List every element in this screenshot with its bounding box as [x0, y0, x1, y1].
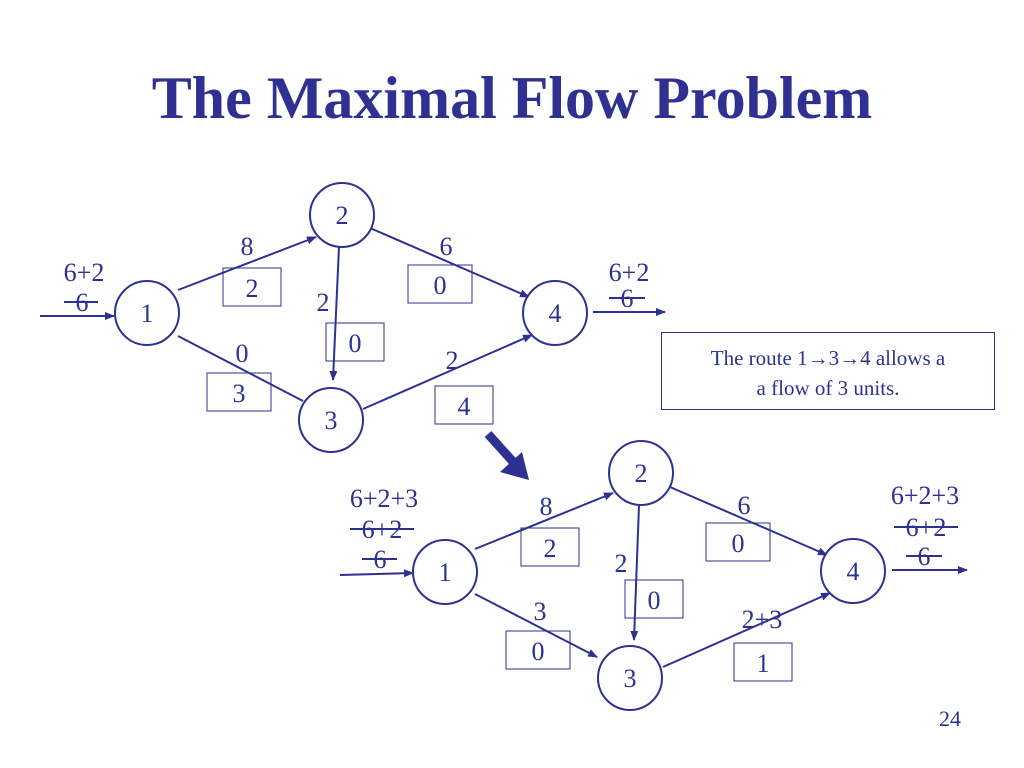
- top-edge-2-4-value: 6: [440, 232, 453, 261]
- bottom-node-2: [608, 440, 674, 506]
- top-network: 1 2 3 4 8 2 6 0 2 0 0 3 2 4 6+2 6 6+2 6: [40, 182, 666, 453]
- bottom-edge-3-4-box: [733, 642, 793, 682]
- top-edge-2-3-box: [325, 322, 385, 362]
- top-edge-3-4-box: [434, 385, 494, 425]
- top-edge-1-2: [177, 236, 317, 291]
- top-node-3-label: 3: [325, 406, 338, 435]
- bottom-edge-1-3-value: 3: [534, 597, 547, 626]
- top-edge-3-4: [362, 334, 533, 410]
- bottom-edge-3-4-box-value: 1: [757, 649, 770, 678]
- route-note: The route 1→3→4 allows a a flow of 3 uni…: [661, 332, 995, 410]
- bottom-edge-2-3-box: [624, 579, 684, 619]
- transition-arrow: [484, 430, 529, 480]
- bottom-edge-2-3: [630, 504, 640, 641]
- top-edge-2-3-box-value: 0: [349, 329, 362, 358]
- bottom-node-3: [597, 645, 663, 711]
- bottom-edge-2-3-box-value: 0: [648, 586, 661, 615]
- route-note-line-1: The route 1→3→4 allows a: [710, 346, 946, 370]
- bottom-edge-2-4-value: 6: [738, 491, 751, 520]
- bottom-node-4: [820, 538, 886, 604]
- top-edge-1-2-value: 8: [241, 232, 254, 261]
- top-edge-2-3-value: 2: [317, 288, 330, 317]
- top-sink-flow: 6+2: [609, 258, 650, 287]
- bottom-edge-1-2: [474, 492, 614, 550]
- top-edge-1-3-box: [206, 372, 272, 412]
- bottom-edge-1-3-box: [505, 630, 571, 670]
- top-node-1-label: 1: [141, 299, 154, 328]
- bottom-sink-flow: 6+2+3: [891, 481, 959, 510]
- route-note-line-2: a flow of 3 units.: [756, 376, 900, 400]
- top-node-2-label: 2: [336, 201, 349, 230]
- bottom-source-arrow: [339, 569, 414, 578]
- bottom-edge-3-4: [662, 592, 831, 668]
- bottom-edge-2-4-box-value: 0: [732, 529, 745, 558]
- bottom-edge-2-3-value: 2: [615, 549, 628, 578]
- top-edge-1-3-value: 0: [236, 339, 249, 368]
- top-edge-1-2-box: [222, 267, 282, 307]
- top-edge-3-4-box-value: 4: [458, 392, 471, 421]
- top-node-4: [522, 280, 588, 346]
- top-node-1: [114, 280, 180, 346]
- bottom-edge-1-2-box: [520, 527, 580, 567]
- top-node-3: [298, 387, 364, 453]
- bottom-source-flow: 6+2+3: [350, 484, 418, 513]
- top-edge-2-4: [369, 227, 530, 298]
- top-node-4-label: 4: [549, 299, 562, 328]
- bottom-edge-1-3-box-value: 0: [532, 637, 545, 666]
- page-number: 24: [939, 706, 961, 731]
- top-edge-1-3-box-value: 3: [233, 379, 246, 408]
- top-node-2: [309, 182, 375, 248]
- bottom-node-1: [412, 539, 478, 605]
- bottom-edge-1-3: [474, 593, 598, 658]
- slide-title: The Maximal Flow Problem: [151, 65, 873, 131]
- bottom-edge-3-4-value: 2+3: [742, 605, 783, 634]
- bottom-network: 1 2 3 4 8 2 6 0 2 0 3 0 2+3 1 6+2+3 6+2 …: [339, 440, 968, 711]
- bottom-node-3-label: 3: [624, 664, 637, 693]
- bottom-edge-2-4-box: [705, 522, 771, 562]
- top-edge-1-2-box-value: 2: [246, 274, 259, 303]
- bottom-edge-1-2-box-value: 2: [544, 534, 557, 563]
- top-edge-1-3: [177, 335, 304, 402]
- top-source-flow: 6+2: [64, 258, 105, 287]
- top-edge-3-4-value: 2: [446, 346, 459, 375]
- bottom-node-1-label: 1: [439, 558, 452, 587]
- top-edge-2-4-box-value: 0: [434, 271, 447, 300]
- bottom-node-4-label: 4: [847, 557, 860, 586]
- top-edge-2-3: [329, 246, 340, 381]
- bottom-edge-2-4: [669, 486, 828, 556]
- bottom-edge-1-2-value: 8: [540, 492, 553, 521]
- top-edge-2-4-box: [407, 264, 473, 304]
- bottom-node-2-label: 2: [635, 459, 648, 488]
